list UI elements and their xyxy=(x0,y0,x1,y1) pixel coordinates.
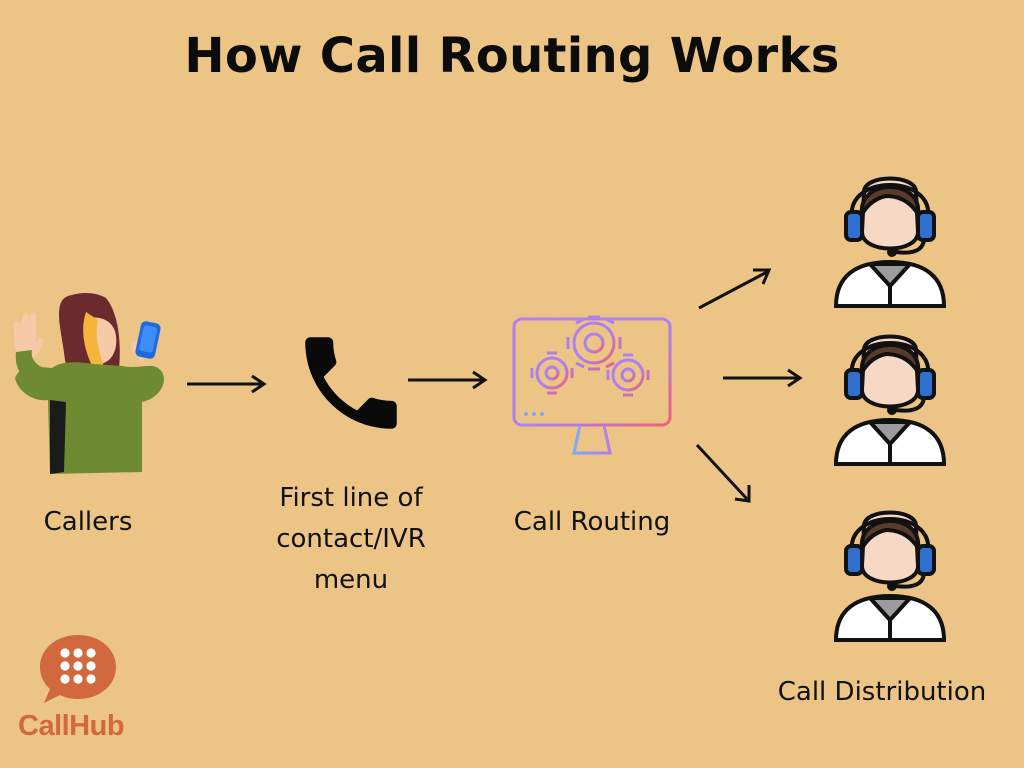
step-label-call-distribution: Call Distribution xyxy=(777,677,987,707)
arrow-down-right-icon xyxy=(695,443,751,503)
arrow-right-icon xyxy=(408,370,488,390)
arrow-up-right-icon xyxy=(698,268,772,310)
arrow-right-icon xyxy=(723,368,803,388)
step-label-callers: Callers xyxy=(43,507,133,537)
call-center-agent-icon xyxy=(833,510,947,642)
arrow-right-icon xyxy=(187,374,267,394)
page-title: How Call Routing Works xyxy=(184,28,840,84)
brand-name: CallHub xyxy=(18,710,125,742)
monitor-gears-icon xyxy=(512,315,672,461)
telephone-handset-icon xyxy=(305,337,397,429)
speech-bubble-keypad-icon xyxy=(40,635,116,703)
waving-caller-with-phone-icon xyxy=(13,293,164,474)
step-label-ivr: First line of contact/IVR menu xyxy=(276,483,426,595)
call-center-agent-icon xyxy=(833,334,947,466)
call-center-agent-icon xyxy=(833,176,947,308)
step-label-call-routing: Call Routing xyxy=(513,507,671,537)
